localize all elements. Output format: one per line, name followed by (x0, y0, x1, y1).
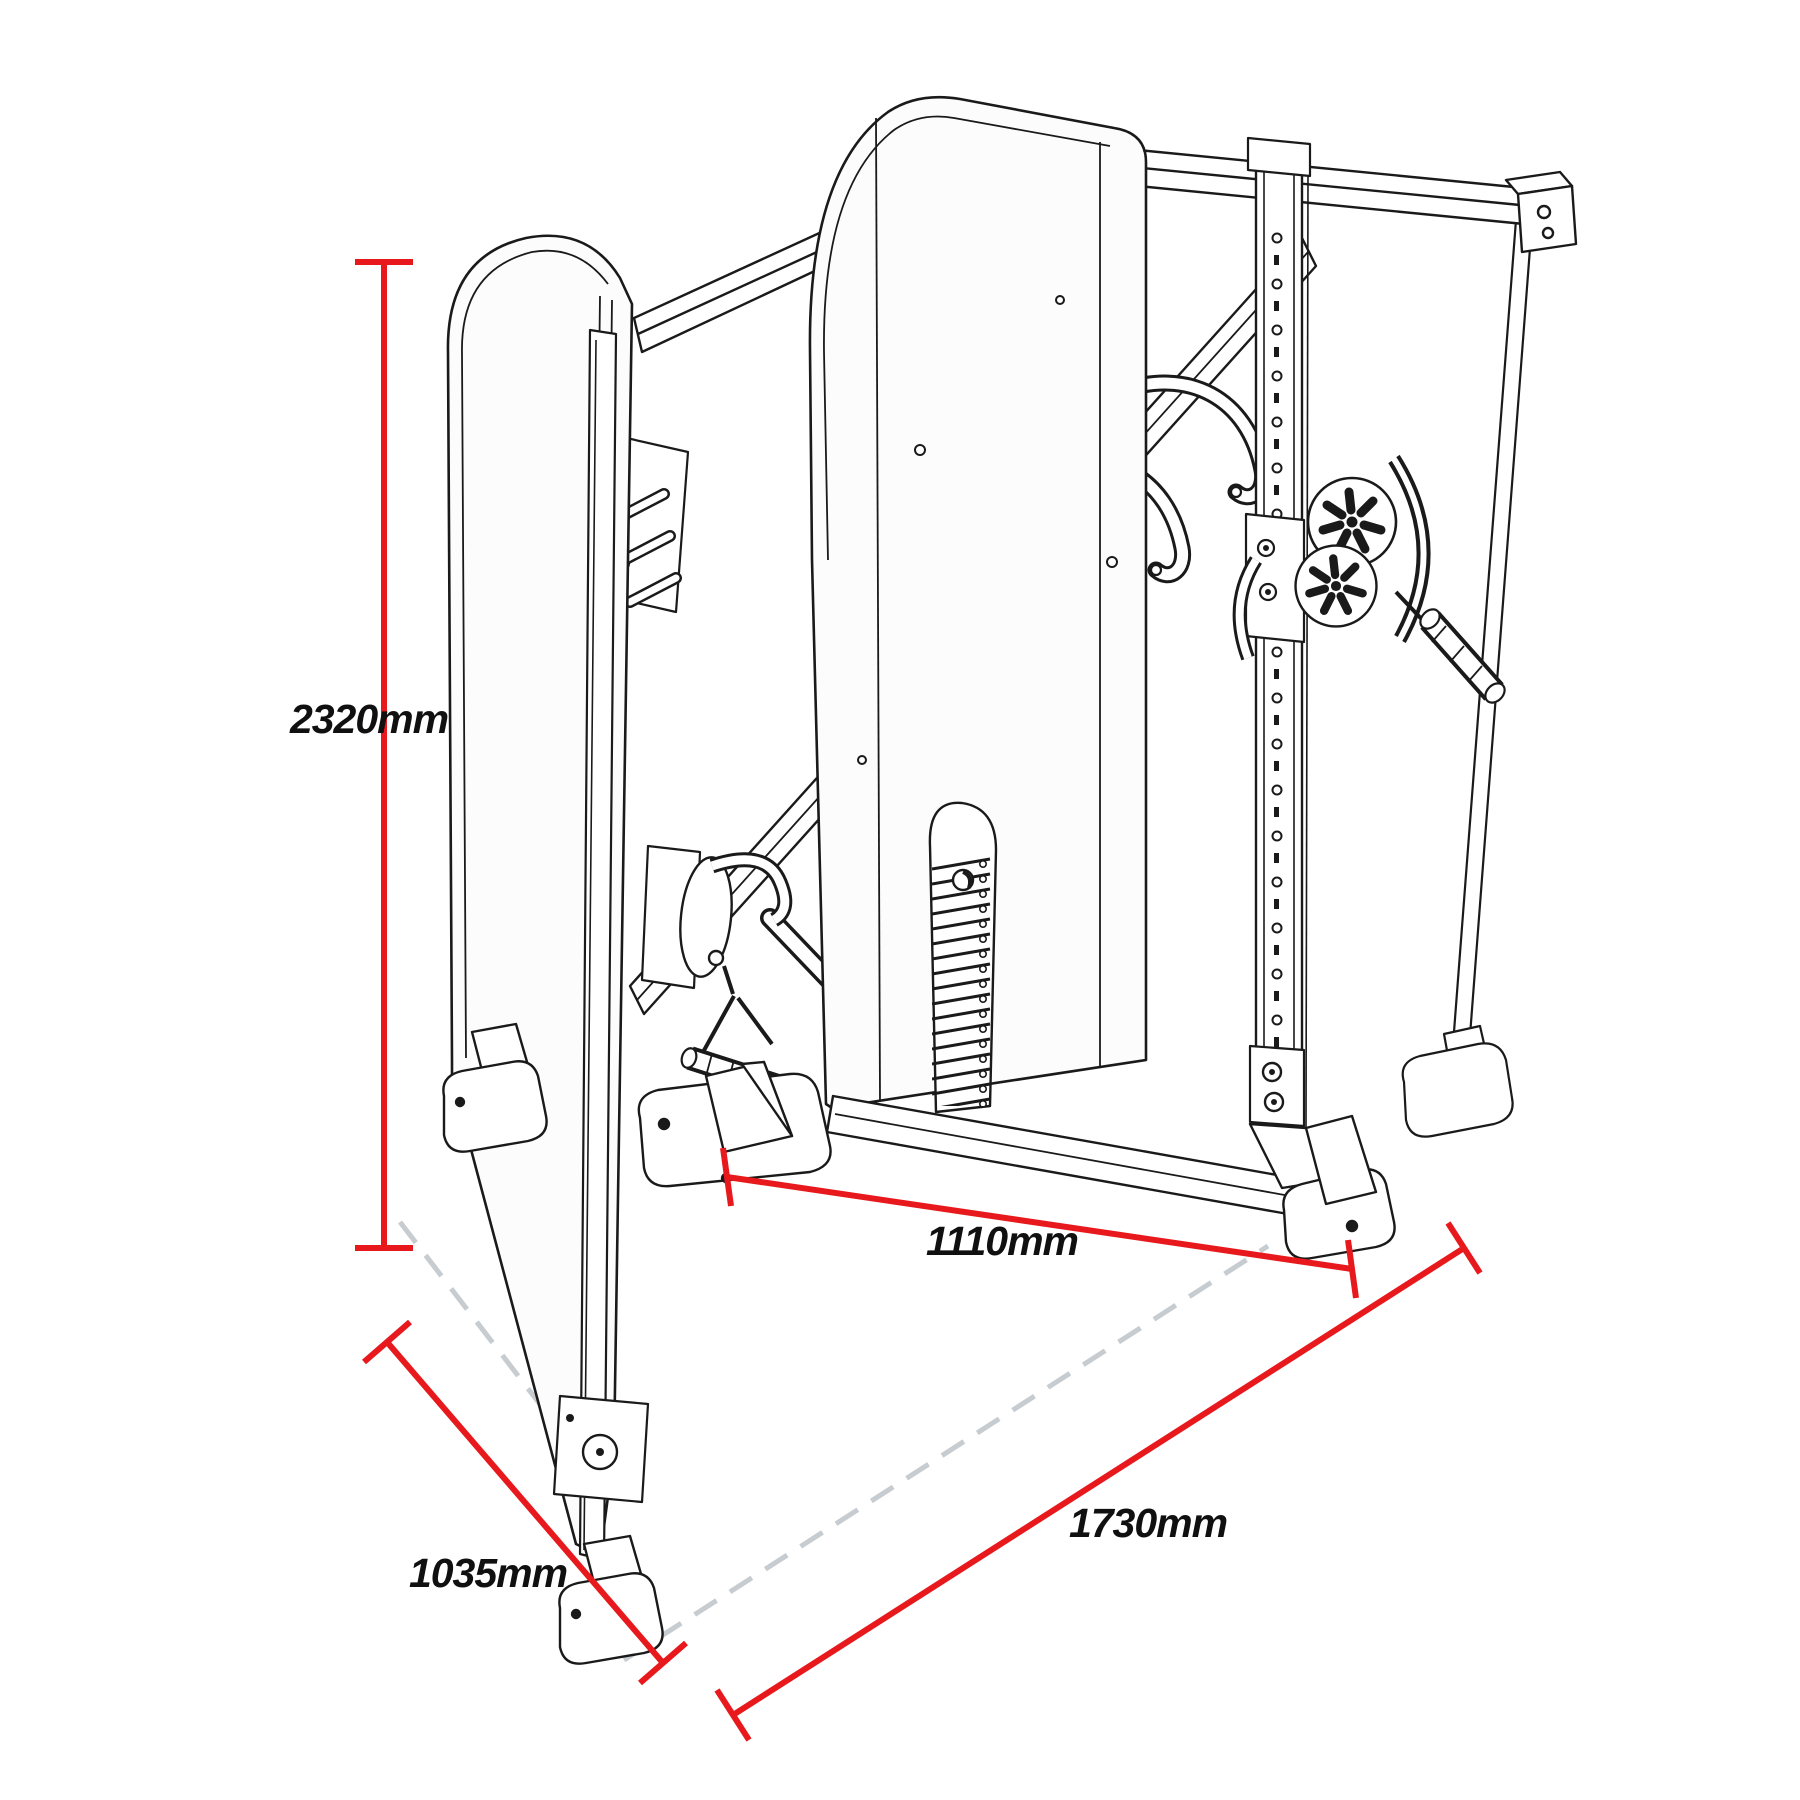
dimension-line-side-depth (362, 1319, 688, 1686)
center-weight-stack (808, 95, 1148, 1114)
dimension-line-width (720, 1147, 1359, 1299)
top-frame (632, 148, 1578, 354)
left-lower-bracket (552, 1394, 650, 1504)
right-column (1232, 136, 1506, 1132)
floor-dashed-lines (398, 1220, 1270, 1663)
dimension-lines (355, 259, 1483, 1742)
dimension-label-width: 1110mm (925, 1218, 1079, 1264)
adjustment-holes (1266, 226, 1288, 1084)
weight-stack (928, 801, 998, 1114)
dimension-line-depth (714, 1221, 1483, 1742)
dimension-label-height: 2320mm (289, 696, 449, 742)
right-handle (1394, 590, 1506, 704)
dimension-line-height (355, 259, 413, 1251)
left-pulley-carriage (640, 844, 793, 995)
dimension-label-side-depth: 1035mm (408, 1550, 568, 1596)
right-pulley-carriage (1232, 454, 1431, 661)
left-tower (446, 234, 794, 1562)
dimension-label-depth: 1730mm (1068, 1500, 1228, 1546)
rear-frame (1401, 218, 1534, 1138)
